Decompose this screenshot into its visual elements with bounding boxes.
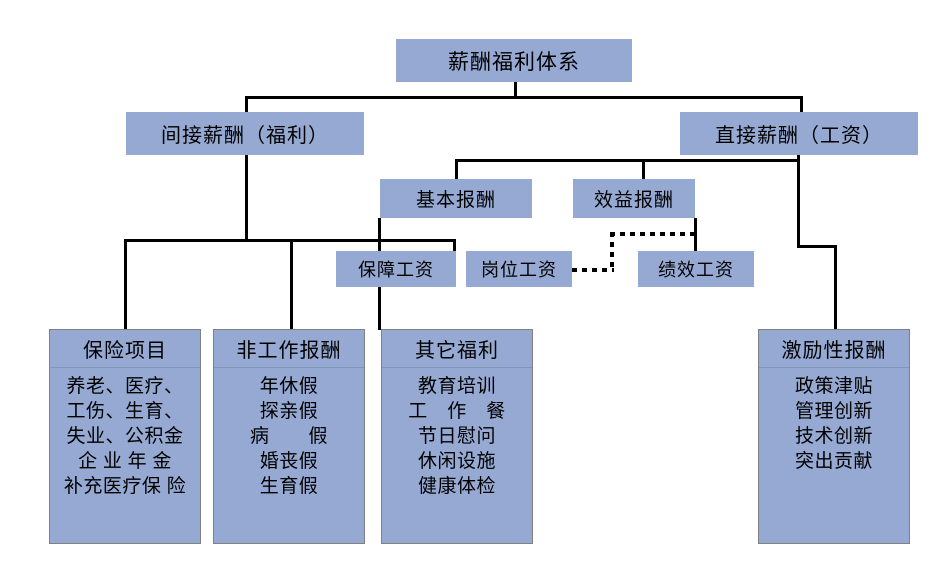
card-incentive-pay-body: 政策津贴 管理创新 技术创新 突出贡献 [759,368,909,543]
card-other-welfare-body: 教育培训 工 作 餐 节日慰问 休闲设施 健康体检 [382,368,532,543]
card-incentive-pay[interactable]: 激励性报酬 政策津贴 管理创新 技术创新 突出贡献 [758,329,910,544]
node-post-wage-label: 岗位工资 [481,260,557,280]
connector-level2-bus [245,96,803,99]
card-insurance-body: 养老、医疗、 工伤、生育、 失业、公积金 企 业 年 金 补充医疗保 险 [50,368,200,543]
card-line: 年休假 [259,376,319,397]
node-performance-wage[interactable]: 绩效工资 [638,251,754,287]
connector-basicpay-bus [378,239,456,242]
connector-drop-incentive [834,245,837,329]
card-line: 补充医疗保 险 [63,476,187,497]
card-line: 工 作 餐 [408,401,506,422]
card-line: 病 假 [249,426,328,447]
connector-drop-basicpay [455,159,458,179]
card-line: 管理创新 [794,401,873,422]
card-line: 失业、公积金 [66,426,184,447]
connector-drop-indirect [245,96,248,112]
card-other-welfare-title: 其它福利 [382,330,532,368]
card-line: 探亲假 [259,401,319,422]
card-line: 政策津贴 [794,376,873,397]
node-guarantee-wage[interactable]: 保障工资 [336,251,456,287]
dotted-connector-horizontal [572,268,614,272]
card-line: 节日慰问 [417,426,496,447]
card-line: 休闲设施 [417,451,496,472]
node-basic-pay[interactable]: 基本报酬 [380,179,532,218]
card-non-work-pay-title: 非工作报酬 [214,330,364,368]
card-line: 婚丧假 [259,451,319,472]
node-basic-pay-label: 基本报酬 [415,190,496,211]
card-insurance-title: 保险项目 [50,330,200,368]
connector-level3-bus [455,159,800,162]
card-line: 养老、医疗、 [66,376,184,397]
card-insurance[interactable]: 保险项目 养老、医疗、 工伤、生育、 失业、公积金 企 业 年 金 补充医疗保 … [49,329,201,544]
card-other-welfare[interactable]: 其它福利 教育培训 工 作 餐 节日慰问 休闲设施 健康体检 [381,329,533,544]
node-direct-compensation-label: 直接薪酬（工资） [715,125,883,147]
connector-drop-direct [800,96,803,112]
card-line: 工伤、生育、 [66,401,184,422]
node-guarantee-wage-label: 保障工资 [358,260,434,280]
connector-incentive-elbow [797,245,837,248]
node-indirect-compensation[interactable]: 间接薪酬（福利） [126,112,364,155]
connector-drop-insurance [124,239,127,329]
card-non-work-pay[interactable]: 非工作报酬 年休假 探亲假 病 假 婚丧假 生育假 [213,329,365,544]
node-post-wage[interactable]: 岗位工资 [466,251,572,287]
card-line: 突出贡献 [794,451,873,472]
node-benefit-pay[interactable]: 效益报酬 [573,179,695,218]
card-line: 技术创新 [794,426,873,447]
node-root-label: 薪酬福利体系 [448,49,580,74]
dotted-connector-vertical [610,232,614,270]
connector-drop-nonwork [290,239,293,329]
card-incentive-pay-title: 激励性报酬 [759,330,909,368]
card-line: 生育假 [259,476,319,497]
connector-drop-benefitpay [642,159,645,179]
node-direct-compensation[interactable]: 直接薪酬（工资） [680,112,918,155]
card-line: 教育培训 [417,376,496,397]
node-performance-wage-label: 绩效工资 [658,260,734,280]
node-indirect-compensation-label: 间接薪酬（福利） [161,125,329,147]
node-root[interactable]: 薪酬福利体系 [396,39,632,82]
card-line: 健康体检 [417,476,496,497]
card-non-work-pay-body: 年休假 探亲假 病 假 婚丧假 生育假 [214,368,364,543]
connector-drop-guarantee [453,239,456,251]
connector-direct-stem [797,155,800,247]
connector-indirect-stem [245,155,248,241]
card-line: 企 业 年 金 [78,451,172,472]
connector-root-stem [514,82,517,98]
connector-left-bus [124,239,380,242]
node-benefit-pay-label: 效益报酬 [593,190,674,211]
dotted-connector-top [610,232,696,236]
